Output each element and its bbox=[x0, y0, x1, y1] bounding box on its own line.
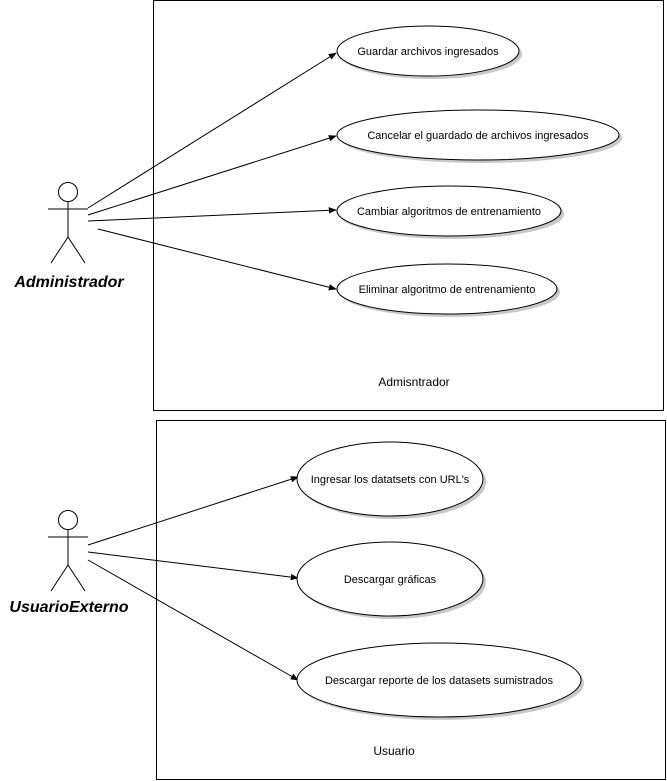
use-case-cambiar[interactable]: Cambiar algoritmos de entrenamiento bbox=[336, 185, 564, 239]
boundary-admin-label: Admisntrador bbox=[378, 375, 449, 389]
use-case-graficas[interactable]: Descargar gráficas bbox=[296, 541, 486, 619]
use-case-reporte-label: Descargar reporte de los datasets sumist… bbox=[325, 675, 554, 687]
use-case-eliminar-label: Eliminar algoritmo de entrenamiento bbox=[359, 284, 536, 296]
assoc-graficas bbox=[87, 551, 299, 581]
admin-associations bbox=[87, 52, 337, 291]
actor-administrador-label: Administrador bbox=[13, 274, 124, 291]
use-case-reporte[interactable]: Descargar reporte de los datasets sumist… bbox=[296, 642, 584, 720]
use-case-ingresar[interactable]: Ingresar los datatsets con URL's bbox=[296, 441, 486, 519]
use-case-eliminar[interactable]: Eliminar algoritmo de entrenamiento bbox=[336, 263, 560, 317]
actor-head bbox=[58, 510, 78, 530]
usuario-associations bbox=[87, 476, 299, 681]
actor-head bbox=[58, 182, 78, 202]
assoc-cancelar bbox=[87, 135, 337, 216]
use-case-cancelar-label: Cancelar el guardado de archivos ingresa… bbox=[367, 130, 589, 142]
assoc-eliminar bbox=[97, 228, 337, 291]
use-case-ingresar-label: Ingresar los datatsets con URL's bbox=[311, 474, 470, 486]
actor-administrador[interactable]: Administrador bbox=[13, 182, 124, 292]
boundary-usuario-label: Usuario bbox=[373, 744, 415, 758]
use-case-cambiar-label: Cambiar algoritmos de entrenamiento bbox=[357, 206, 541, 218]
actor-usuario-externo[interactable]: UsuarioExterno bbox=[9, 510, 129, 617]
use-case-graficas-label: Descargar gráficas bbox=[344, 574, 437, 586]
assoc-guardar bbox=[87, 52, 337, 209]
assoc-reporte bbox=[87, 559, 299, 681]
use-case-guardar[interactable]: Guardar archivos ingresados bbox=[336, 25, 522, 79]
assoc-cambiar bbox=[87, 207, 337, 222]
use-case-guardar-label: Guardar archivos ingresados bbox=[357, 46, 499, 58]
actor-usuario-externo-label: UsuarioExterno bbox=[9, 599, 128, 616]
use-case-cancelar[interactable]: Cancelar el guardado de archivos ingresa… bbox=[336, 109, 622, 163]
assoc-ingresar bbox=[87, 476, 299, 546]
